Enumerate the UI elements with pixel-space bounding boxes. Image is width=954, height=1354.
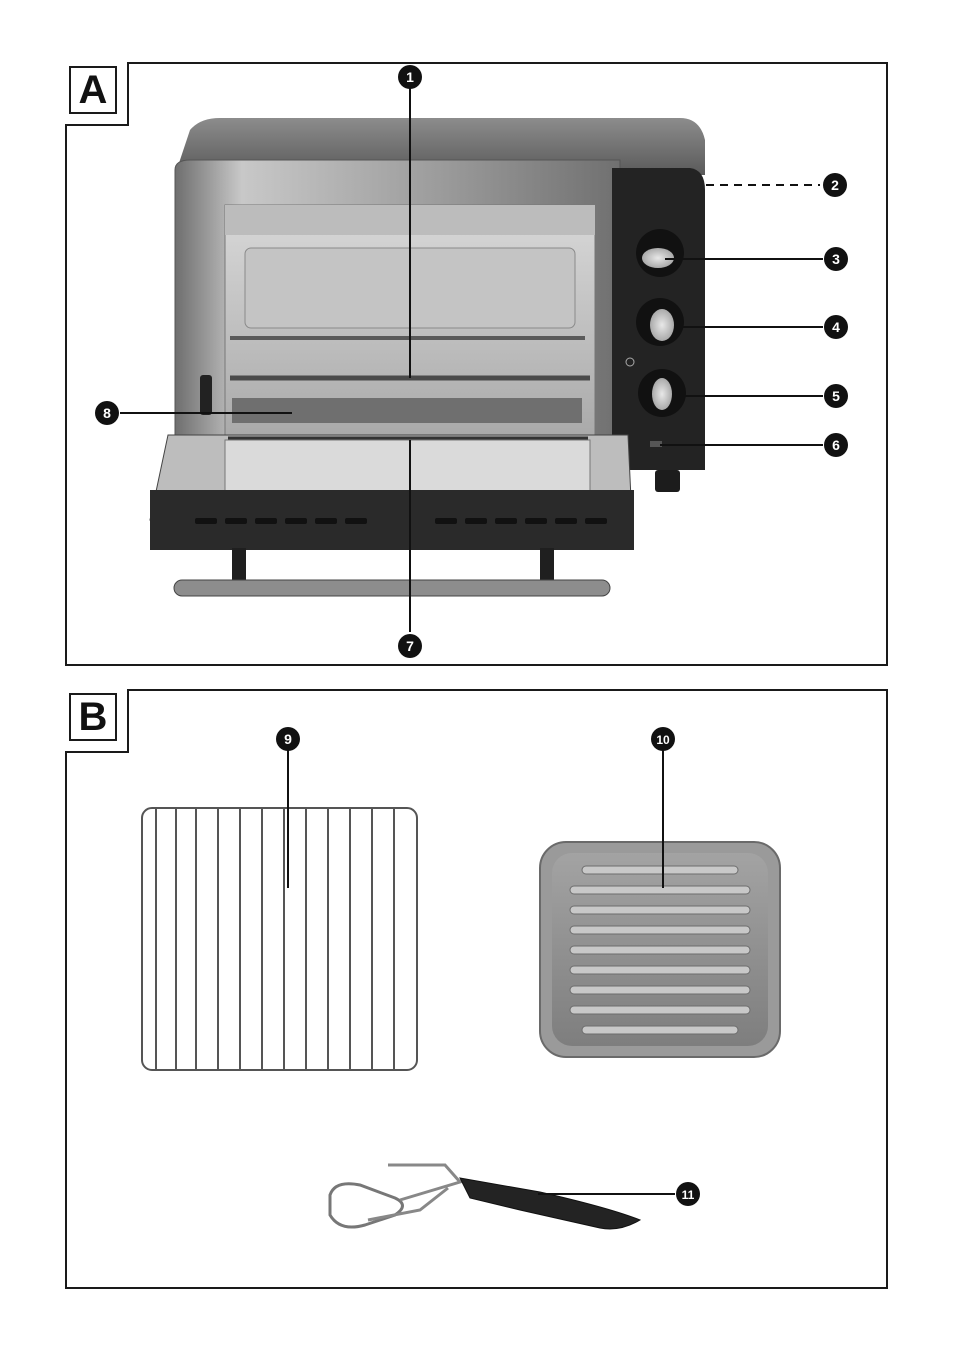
svg-text:3: 3 xyxy=(832,251,840,267)
svg-text:7: 7 xyxy=(406,638,414,654)
svg-text:8: 8 xyxy=(103,405,111,421)
function-knob xyxy=(636,298,684,346)
crumb-tray xyxy=(232,398,582,423)
handle-leg-left xyxy=(232,548,246,584)
svg-text:4: 4 xyxy=(832,319,840,335)
door-hinge-slot xyxy=(200,375,212,415)
wire-rack xyxy=(142,808,417,1070)
toaster-oven xyxy=(150,118,705,596)
door-handle xyxy=(174,580,610,596)
svg-text:6: 6 xyxy=(832,437,840,453)
svg-text:2: 2 xyxy=(831,177,839,193)
callout-4: 4 xyxy=(824,315,848,339)
callout-8: 8 xyxy=(95,401,119,425)
callout-3: 3 xyxy=(824,247,848,271)
svg-text:5: 5 xyxy=(832,388,840,404)
callout-5: 5 xyxy=(824,384,848,408)
callout-10: 10 xyxy=(651,727,675,751)
handle-leg-right xyxy=(540,548,554,584)
svg-text:10: 10 xyxy=(656,733,670,747)
baking-tray xyxy=(540,842,780,1057)
oven-foot xyxy=(655,470,680,492)
svg-text:9: 9 xyxy=(284,731,292,747)
callout-6: 6 xyxy=(824,433,848,457)
callout-7: 7 xyxy=(398,634,422,658)
callout-2: 2 xyxy=(823,173,847,197)
callout-11: 11 xyxy=(676,1182,700,1206)
callout-1: 1 xyxy=(398,65,422,89)
temperature-knob xyxy=(636,229,684,277)
timer-knob xyxy=(638,369,686,417)
tray-handle xyxy=(330,1165,640,1229)
svg-text:11: 11 xyxy=(682,1188,695,1202)
callout-9: 9 xyxy=(276,727,300,751)
svg-text:1: 1 xyxy=(406,69,414,85)
